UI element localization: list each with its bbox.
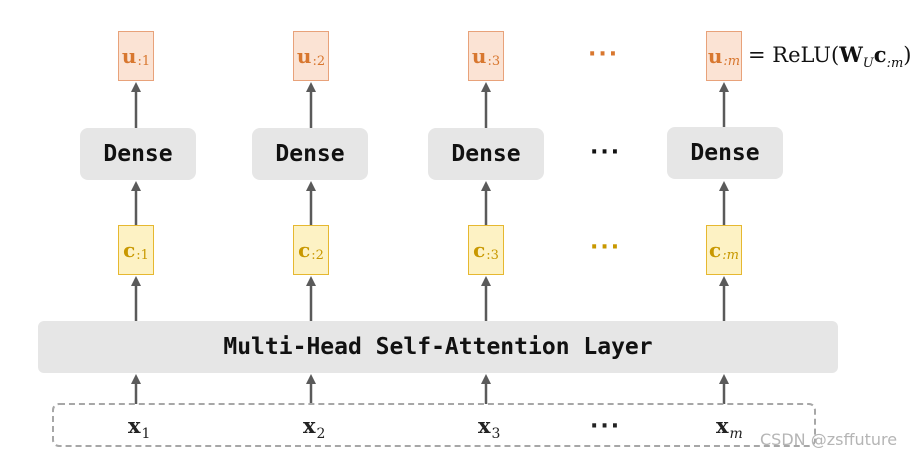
- c-1-subscript: :1: [136, 247, 149, 263]
- u-m-symbol: u: [707, 44, 723, 68]
- context-c-m: c:m: [706, 225, 742, 275]
- context-c-1: c:1: [118, 225, 154, 275]
- input-x-2: x2: [303, 413, 325, 442]
- c-2-symbol: c: [298, 238, 311, 262]
- c-ellipsis: ···: [590, 235, 622, 260]
- u-ellipsis: ···: [588, 42, 620, 67]
- multi-head-self-attention-layer: Multi-Head Self-Attention Layer: [38, 321, 838, 373]
- c-3-subscript: :3: [486, 247, 499, 263]
- input-x-3: x3: [478, 413, 500, 442]
- u-1-subscript: :1: [137, 53, 151, 69]
- u-3-symbol: u: [471, 44, 487, 68]
- c-2-subscript: :2: [311, 247, 324, 263]
- output-u-1: u:1: [118, 31, 154, 81]
- dense-block-2: Dense: [252, 128, 368, 180]
- x-1-subscript: 1: [141, 426, 151, 442]
- x-2-subscript: 2: [316, 426, 326, 442]
- u-3-subscript: :3: [487, 53, 501, 69]
- formula-suffix: ): [903, 43, 912, 67]
- relu-formula: = ReLU(WUc:m): [748, 42, 912, 71]
- c-m-subscript: :m: [722, 247, 739, 263]
- input-x-m: xm: [716, 413, 743, 442]
- formula-w: W: [839, 42, 863, 67]
- formula-c-subscript: :m: [886, 56, 904, 71]
- output-u-3: u:3: [468, 31, 504, 81]
- watermark: CSDN @zsffuture: [760, 430, 898, 449]
- u-2-subscript: :2: [312, 53, 326, 69]
- formula-w-subscript: U: [862, 56, 874, 71]
- dense-ellipsis: ···: [590, 140, 622, 165]
- x-1-symbol: x: [128, 413, 141, 438]
- x-m-symbol: x: [716, 413, 729, 438]
- output-u-2: u:2: [293, 31, 329, 81]
- u-m-subscript: :m: [723, 53, 741, 69]
- c-m-symbol: c: [709, 238, 722, 262]
- x-m-subscript: m: [729, 426, 743, 442]
- c-1-symbol: c: [123, 238, 136, 262]
- x-3-symbol: x: [478, 413, 491, 438]
- input-sequence-box: [52, 403, 816, 447]
- u-1-symbol: u: [121, 44, 137, 68]
- output-u-m: u:m: [706, 31, 742, 81]
- context-c-2: c:2: [293, 225, 329, 275]
- c-3-symbol: c: [473, 238, 486, 262]
- dense-block-3: Dense: [428, 128, 544, 180]
- formula-c: c: [873, 42, 887, 67]
- x-2-symbol: x: [303, 413, 316, 438]
- u-2-symbol: u: [296, 44, 312, 68]
- context-c-3: c:3: [468, 225, 504, 275]
- x-3-subscript: 3: [491, 426, 501, 442]
- formula-prefix: = ReLU(: [748, 43, 840, 67]
- dense-block-1: Dense: [80, 128, 196, 180]
- input-x-1: x1: [128, 413, 150, 442]
- dense-block-m: Dense: [667, 127, 783, 179]
- x-ellipsis: ···: [590, 414, 622, 439]
